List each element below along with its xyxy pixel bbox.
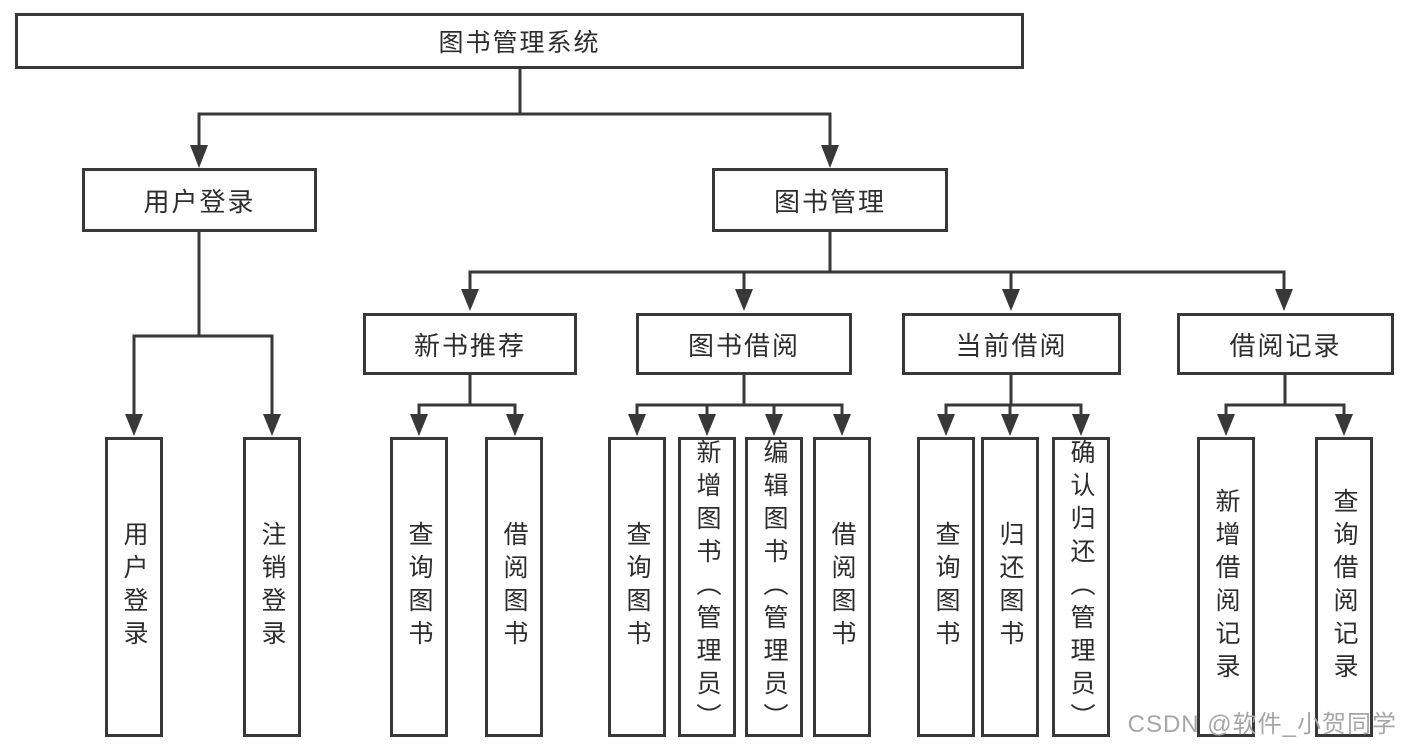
leaf-label: 编辑图书（管理员） (760, 438, 788, 736)
leaf-label: 归还图书 (996, 521, 1024, 653)
leaf-add-borrow-record: 新增借阅记录 (1197, 437, 1255, 737)
leaf-user-login: 用户登录 (105, 437, 163, 737)
leaf-label: 查询图书 (623, 521, 651, 653)
leaf-borrow-books: 借阅图书 (813, 437, 871, 737)
node-library-management-system: 图书管理系统 (15, 13, 1024, 69)
leaf-return-books: 归还图书 (981, 437, 1039, 737)
arrowheads (125, 145, 1353, 436)
leaf-query-books-recommend: 查询图书 (390, 437, 448, 737)
leaf-borrow-books-recommend: 借阅图书 (485, 437, 543, 737)
leaf-logout: 注销登录 (243, 437, 301, 737)
leaf-label: 查询借阅记录 (1330, 488, 1358, 686)
leaf-edit-books-admin: 编辑图书（管理员） (745, 437, 803, 737)
leaf-add-books-admin: 新增图书（管理员） (678, 437, 736, 737)
leaf-label: 注销登录 (258, 521, 286, 653)
node-book-borrow: 图书借阅 (636, 313, 852, 375)
node-book-management: 图书管理 (712, 168, 948, 232)
node-borrow-records: 借阅记录 (1177, 313, 1394, 375)
leaf-label: 借阅图书 (828, 521, 856, 653)
leaf-query-borrow-record: 查询借阅记录 (1315, 437, 1373, 737)
node-new-book-recommend: 新书推荐 (363, 313, 577, 375)
node-user-login: 用户登录 (82, 168, 317, 232)
leaf-label: 新增图书（管理员） (693, 438, 721, 736)
leaf-confirm-return-admin: 确认归还（管理员） (1052, 437, 1110, 737)
leaf-label: 借阅图书 (500, 521, 528, 653)
leaf-label: 查询图书 (932, 521, 960, 653)
leaf-label: 用户登录 (120, 521, 148, 653)
node-current-borrow: 当前借阅 (902, 313, 1121, 375)
leaf-label: 新增借阅记录 (1212, 488, 1240, 686)
leaf-label: 确认归还（管理员） (1067, 438, 1095, 736)
leaf-query-books: 查询图书 (608, 437, 666, 737)
csdn-watermark: CSDN @软件_小贺同学 (1127, 711, 1397, 738)
leaf-query-books-current: 查询图书 (917, 437, 975, 737)
leaf-label: 查询图书 (405, 521, 433, 653)
